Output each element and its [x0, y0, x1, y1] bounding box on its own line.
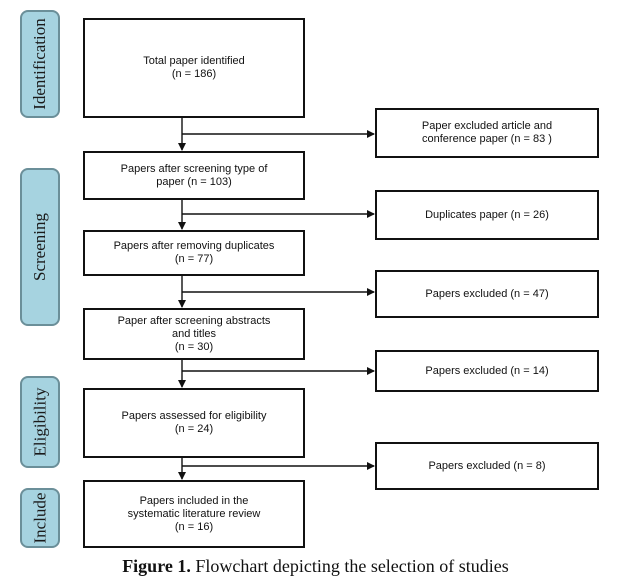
box-type-screening-line2: paper (n = 103) [156, 175, 232, 188]
box-total-identified: Total paper identified (n = 186) [83, 18, 305, 118]
box-removing-duplicates-line1: Papers after removing duplicates [113, 240, 275, 252]
phase-identification: Identification [20, 10, 60, 118]
phase-include: Include [20, 488, 60, 548]
phase-eligibility: Eligibility [20, 376, 60, 468]
box-included-review-line3: (n = 16) [174, 520, 214, 533]
box-eligibility-assessed-line2: (n = 24) [174, 423, 214, 435]
box-excluded-14: Papers excluded (n = 14) [375, 350, 599, 392]
figure-caption-label: Figure 1. [122, 556, 191, 576]
box-total-identified-line1: Total paper identified [143, 55, 245, 67]
box-included-review-line2: systematic literature review [127, 507, 261, 520]
box-included-review: Papers included in the systematic litera… [83, 480, 305, 548]
box-abstract-screening-line2: and titles [171, 327, 217, 340]
box-abstract-screening-line1: Paper after screening abstracts [117, 314, 271, 327]
figure-caption-text: Flowchart depicting the selection of stu… [190, 556, 509, 576]
box-excluded-47: Papers excluded (n = 47) [375, 270, 599, 318]
box-abstract-screening-line3: (n = 30) [174, 340, 214, 353]
box-removing-duplicates: Papers after removing duplicates (n = 77… [83, 230, 305, 276]
box-type-screening: Papers after screening type of paper (n … [83, 151, 305, 200]
box-excluded-8-line1: Papers excluded (n = 8) [428, 459, 546, 472]
box-eligibility-assessed: Papers assessed for eligibility (n = 24) [83, 388, 305, 458]
box-excluded-article-line1: Paper excluded article and [421, 120, 553, 132]
box-eligibility-assessed-line1: Papers assessed for eligibility [121, 410, 267, 422]
box-excluded-14-line1: Papers excluded (n = 14) [425, 364, 549, 377]
box-type-screening-line1: Papers after screening type of [120, 162, 268, 175]
figure-caption: Figure 1. Flowchart depicting the select… [0, 556, 631, 577]
box-removing-duplicates-line2: (n = 77) [174, 253, 214, 265]
box-total-identified-line2: (n = 186) [171, 68, 217, 80]
box-excluded-8: Papers excluded (n = 8) [375, 442, 599, 490]
box-abstract-screening: Paper after screening abstracts and titl… [83, 308, 305, 360]
box-excluded-article-line2: conference paper (n = 83 ) [422, 133, 552, 145]
box-included-review-line1: Papers included in the [139, 494, 249, 507]
box-excluded-article: Paper excluded article and conference pa… [375, 108, 599, 158]
phase-screening: Screening [20, 168, 60, 326]
box-duplicates-line1: Duplicates paper (n = 26) [425, 208, 549, 221]
box-duplicates: Duplicates paper (n = 26) [375, 190, 599, 240]
box-excluded-47-line1: Papers excluded (n = 47) [425, 287, 549, 300]
